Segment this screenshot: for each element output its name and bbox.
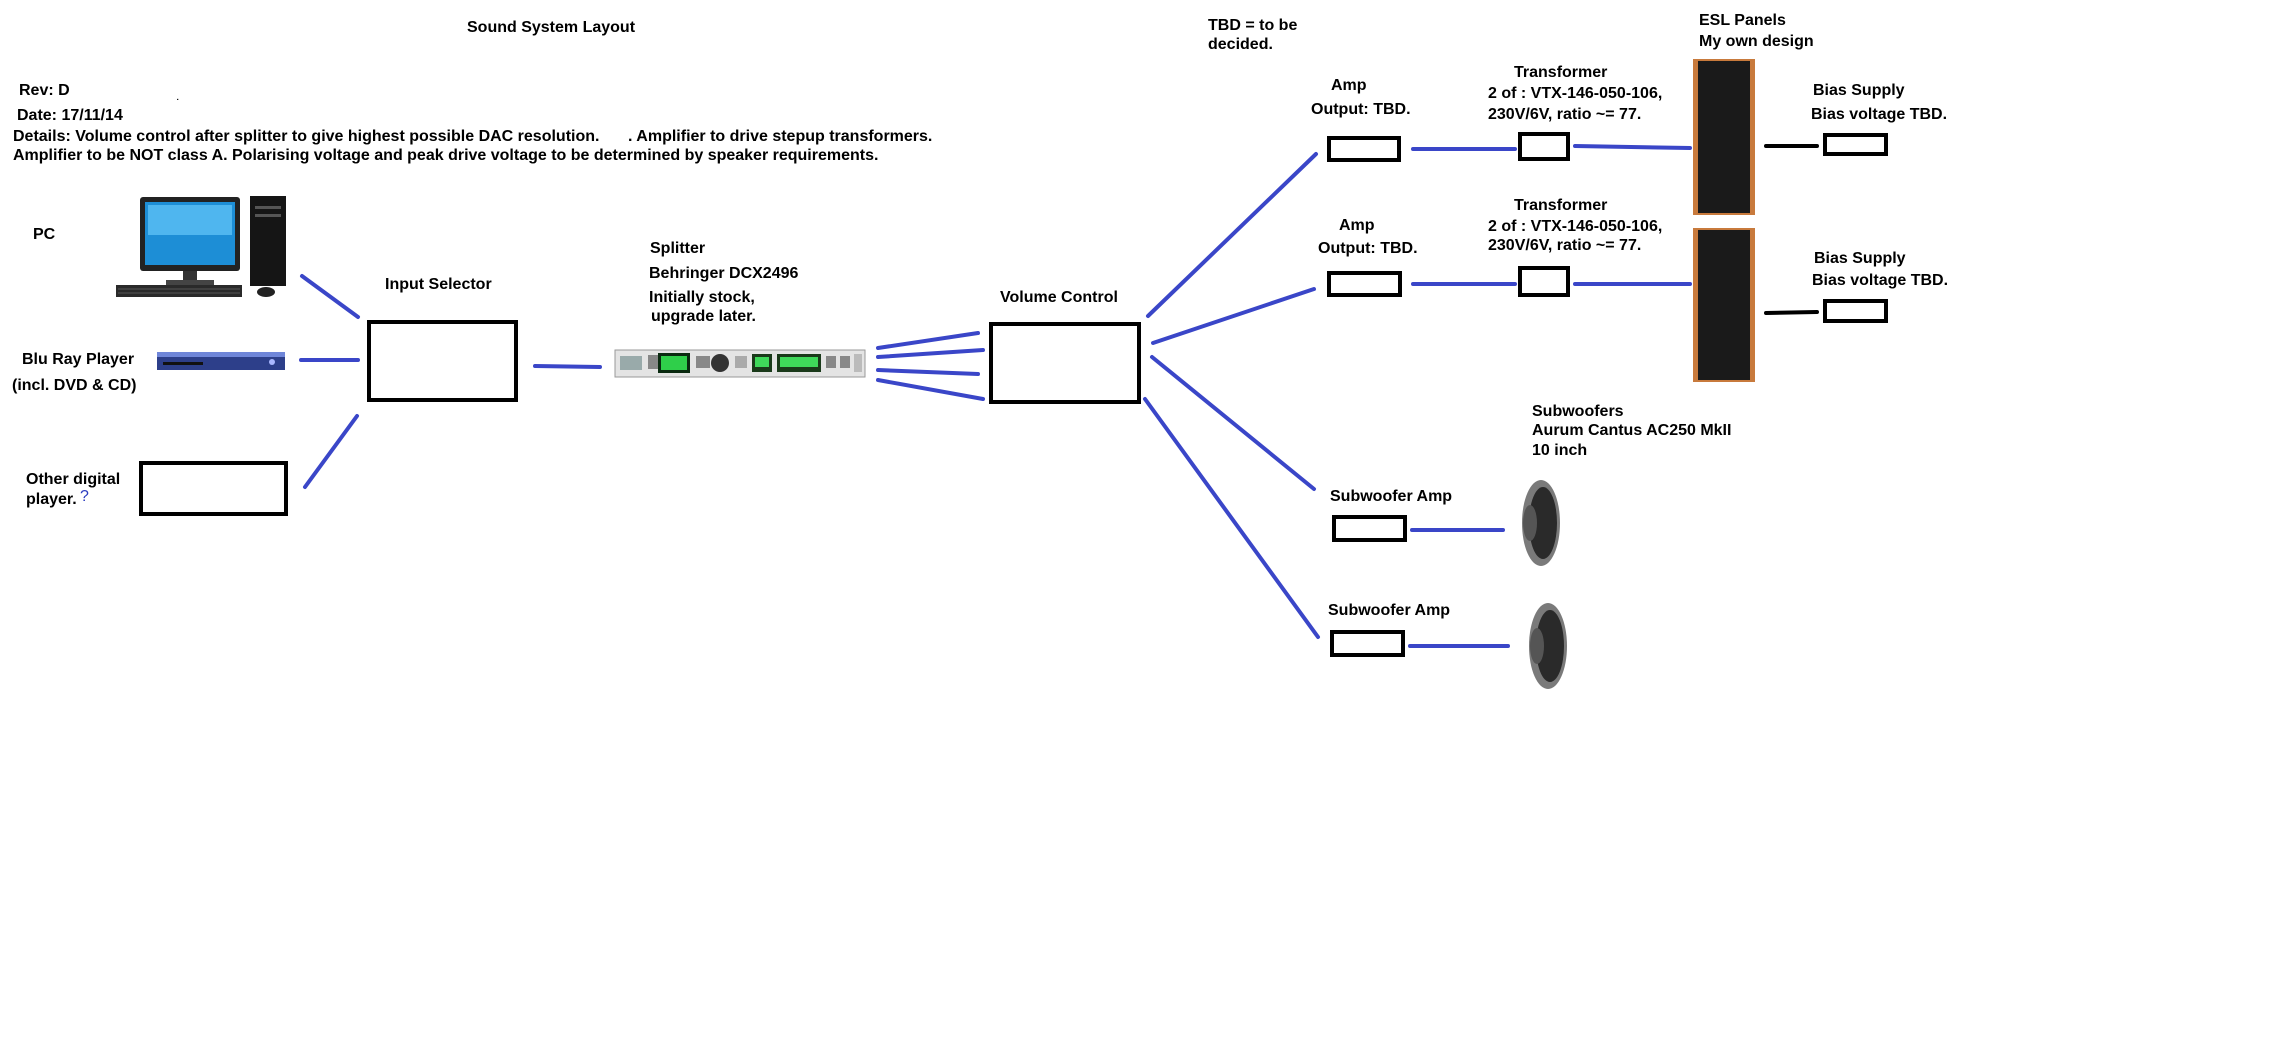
bias-supply-1-title: Bias Supply — [1813, 82, 1905, 99]
bias-wires — [1764, 144, 1819, 315]
diagram-title: Sound System Layout — [467, 19, 636, 36]
amp-2-title: Amp — [1339, 217, 1375, 234]
tbd-note-line-1: TBD = to be — [1208, 17, 1298, 34]
bias-supply-1-voltage: Bias voltage TBD. — [1811, 106, 1948, 123]
transformer-1-line-2: 230V/6V, ratio ~= 77. — [1488, 106, 1642, 123]
transformer-1-title: Transformer — [1514, 64, 1608, 81]
transformer-2-line-1: 2 of : VTX-146-050-106, — [1488, 218, 1663, 235]
pc-label: PC — [33, 226, 56, 243]
transformer-2-line-2: 230V/6V, ratio ~= 77. — [1488, 237, 1642, 254]
signal-wires — [299, 144, 1692, 648]
tbd-note-line-2: decided. — [1208, 36, 1273, 53]
details-line-1b: . Amplifier to drive stepup transformers… — [628, 128, 933, 145]
subwoofers-title: Subwoofers — [1532, 403, 1624, 420]
splitter-label-1: Splitter — [650, 240, 706, 257]
transformer-1-line-1: 2 of : VTX-146-050-106, — [1488, 85, 1663, 102]
subwoofer-amp-2-label: Subwoofer Amp — [1328, 602, 1451, 619]
amp-1-title: Amp — [1331, 77, 1367, 94]
amp-box-2 — [1327, 271, 1402, 297]
bias-supply-box-2 — [1823, 299, 1888, 323]
esl-panel-top — [1693, 59, 1755, 215]
bias-supply-2-title: Bias Supply — [1814, 250, 1906, 267]
volume-control-label: Volume Control — [1000, 289, 1118, 306]
subwoofer-amp-box-1 — [1332, 515, 1407, 542]
subwoofer-driver-icon-1 — [1522, 480, 1560, 566]
bluray-label-1: Blu Ray Player — [22, 351, 135, 368]
details-line-1a: Details: Volume control after splitter t… — [13, 128, 600, 145]
revision-label: Rev: D — [19, 82, 70, 99]
esl-panel-bottom — [1693, 228, 1755, 382]
bluray-label-2: (incl. DVD & CD) — [12, 377, 137, 394]
bluray-player-icon — [157, 352, 285, 370]
other-player-label-1: Other digital — [26, 471, 121, 488]
bias-supply-2-voltage: Bias voltage TBD. — [1812, 272, 1949, 289]
splitter-device-icon — [614, 349, 866, 378]
volume-control-box — [989, 322, 1141, 404]
subwoofer-driver-icon-2 — [1529, 603, 1567, 689]
details-line-2: Amplifier to be NOT class A. Polarising … — [13, 147, 879, 164]
bias-supply-box-1 — [1823, 133, 1888, 156]
input-selector-label: Input Selector — [385, 276, 492, 293]
other-player-box — [139, 461, 288, 516]
transformer-box-2 — [1518, 266, 1570, 297]
input-selector-box — [367, 320, 518, 402]
subwoofers-size: 10 inch — [1532, 442, 1588, 459]
amp-box-1 — [1327, 136, 1401, 162]
stray-dot: ˙ — [176, 96, 181, 112]
splitter-label-3: Initially stock, — [649, 289, 755, 306]
subwoofer-amp-box-2 — [1330, 630, 1405, 657]
transformer-2-title: Transformer — [1514, 197, 1608, 214]
esl-title: ESL Panels — [1699, 12, 1786, 29]
transformer-box-1 — [1518, 132, 1570, 161]
esl-subtitle: My own design — [1699, 33, 1814, 50]
pc-icon — [116, 196, 286, 297]
subwoofer-amp-1-label: Subwoofer Amp — [1330, 488, 1453, 505]
question-mark: ? — [80, 488, 89, 505]
other-player-label-2: player. — [26, 491, 77, 508]
date-label: Date: 17/11/14 — [17, 107, 123, 124]
subwoofers-model: Aurum Cantus AC250 MkII — [1532, 422, 1732, 439]
amp-1-output: Output: TBD. — [1311, 101, 1411, 118]
splitter-label-2: Behringer DCX2496 — [649, 265, 799, 282]
splitter-label-4: upgrade later. — [651, 308, 756, 325]
amp-2-output: Output: TBD. — [1318, 240, 1418, 257]
